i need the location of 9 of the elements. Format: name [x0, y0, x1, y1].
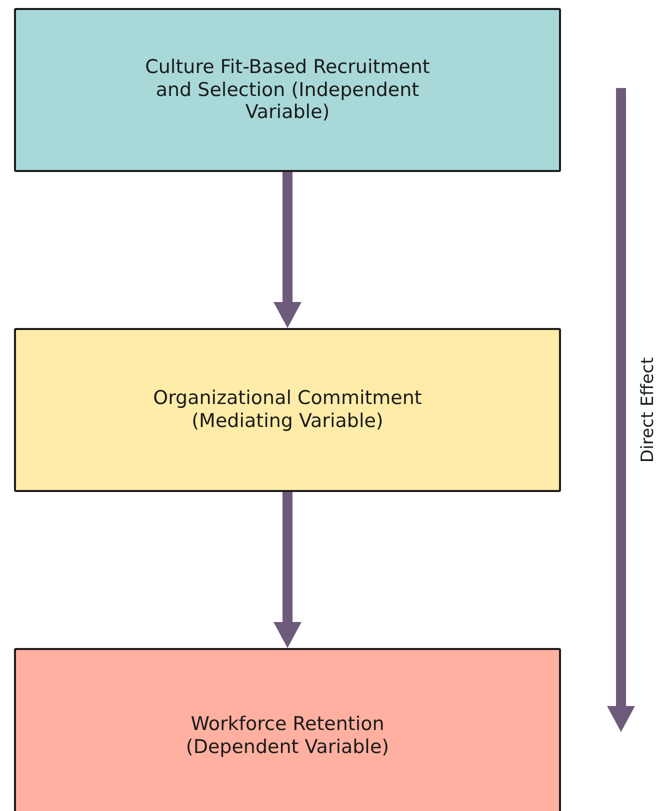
box-label: Organizational Commitment (Mediating Variable) — [152, 387, 423, 433]
variable-box — [14, 8, 561, 172]
box-label: Workforce Retention (Dependent Variable) — [184, 712, 390, 758]
effect-label: Direct Effect — [638, 357, 658, 463]
variable-box — [14, 648, 561, 811]
arrow — [274, 492, 302, 648]
arrow — [274, 172, 302, 328]
variable-box — [14, 328, 561, 492]
box-label: Culture Fit-Based Recruitment and Selection (Independent Variable) — [144, 56, 431, 124]
